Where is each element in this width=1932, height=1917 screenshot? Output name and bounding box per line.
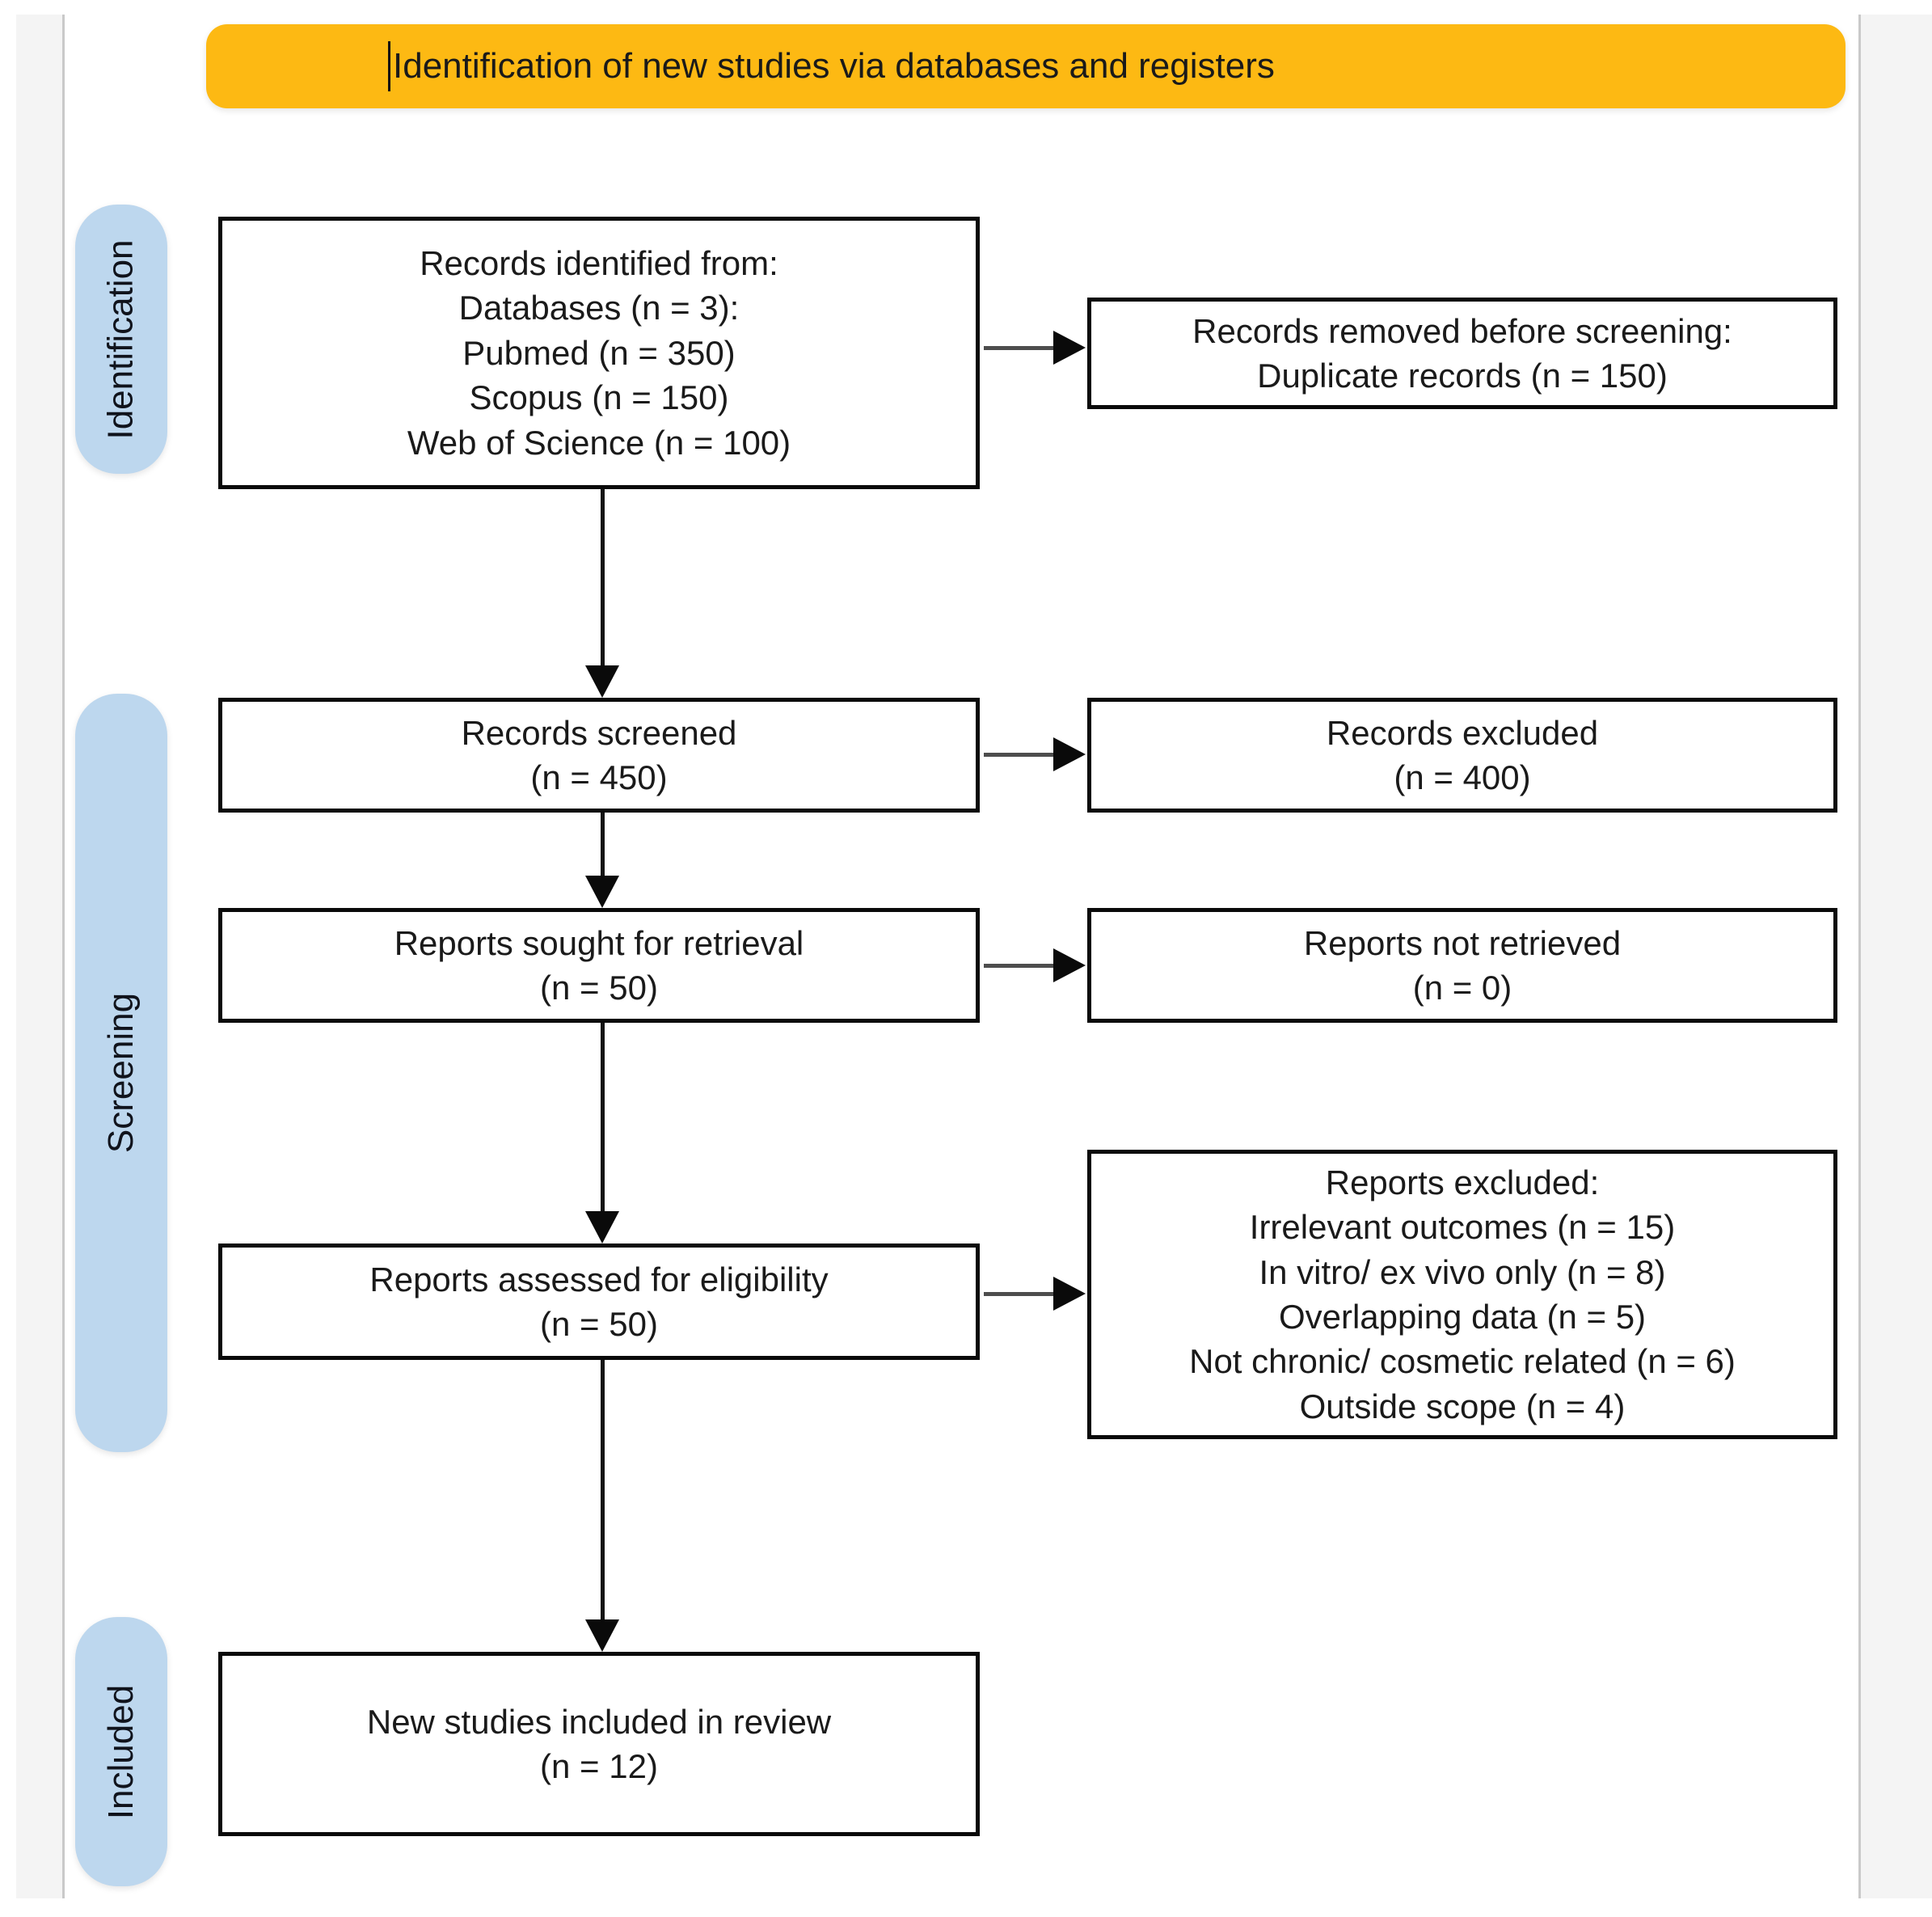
box-text: Records excluded(n = 400) bbox=[1326, 713, 1599, 796]
arrow-assessed-to-reportsexcluded-line bbox=[984, 1292, 1055, 1296]
box-text: New studies included in review(n = 12) bbox=[366, 1702, 832, 1785]
box-records-removed: Records removed before screening:Duplica… bbox=[1087, 298, 1837, 409]
arrow-identified-to-screened-head bbox=[585, 665, 619, 698]
box-text: Reports assessed for eligibility(n = 50) bbox=[369, 1260, 829, 1343]
stage-label-text: Screening bbox=[101, 992, 141, 1154]
diagram-title[interactable]: Identification of new studies via databa… bbox=[393, 46, 1275, 86]
text-cursor bbox=[388, 41, 390, 91]
box-text: Reports not retrieved(n = 0) bbox=[1303, 923, 1622, 1007]
left-margin-rail bbox=[16, 15, 65, 1898]
box-text: Reports excluded:Irrelevant outcomes (n … bbox=[1189, 1163, 1736, 1425]
arrow-assessed-to-included-line bbox=[601, 1360, 605, 1619]
arrow-identified-to-screened-line bbox=[601, 489, 605, 665]
diagram-title-banner: Identification of new studies via databa… bbox=[206, 24, 1846, 108]
box-reports-sought: Reports sought for retrieval(n = 50) bbox=[218, 908, 980, 1023]
arrow-screened-to-excluded-line bbox=[984, 753, 1055, 757]
stage-label-text: Included bbox=[101, 1684, 141, 1819]
arrow-sought-to-assessed-line bbox=[601, 1023, 605, 1211]
arrow-screened-to-sought-head bbox=[585, 876, 619, 908]
box-text: Reports sought for retrieval(n = 50) bbox=[394, 923, 804, 1007]
arrow-screened-to-sought-line bbox=[601, 813, 605, 876]
box-reports-excluded: Reports excluded:Irrelevant outcomes (n … bbox=[1087, 1150, 1837, 1439]
stage-label-screening: Screening bbox=[75, 694, 167, 1452]
arrow-sought-to-assessed-head bbox=[585, 1211, 619, 1244]
box-records-screened: Records screened(n = 450) bbox=[218, 698, 980, 813]
arrow-assessed-to-reportsexcluded-head bbox=[1053, 1277, 1086, 1311]
arrow-sought-to-notretrieved-head bbox=[1053, 948, 1086, 982]
box-reports-not-retrieved: Reports not retrieved(n = 0) bbox=[1087, 908, 1837, 1023]
right-margin-rail bbox=[1858, 15, 1932, 1898]
arrow-screened-to-excluded-head bbox=[1053, 737, 1086, 771]
box-reports-assessed: Reports assessed for eligibility(n = 50) bbox=[218, 1244, 980, 1360]
box-new-studies-included: New studies included in review(n = 12) bbox=[218, 1652, 980, 1836]
box-records-excluded: Records excluded(n = 400) bbox=[1087, 698, 1837, 813]
stage-label-included: Included bbox=[75, 1617, 167, 1886]
arrow-sought-to-notretrieved-line bbox=[984, 964, 1055, 968]
stage-label-text: Identification bbox=[101, 239, 141, 440]
box-text: Records screened(n = 450) bbox=[461, 713, 737, 796]
stage-label-identification: Identification bbox=[75, 205, 167, 474]
box-text: Records removed before screening:Duplica… bbox=[1192, 311, 1732, 395]
box-text: Records identified from:Databases (n = 3… bbox=[407, 243, 791, 462]
arrow-identified-to-removed-line bbox=[984, 346, 1055, 350]
arrow-assessed-to-included-head bbox=[585, 1619, 619, 1652]
arrow-identified-to-removed-head bbox=[1053, 331, 1086, 365]
box-records-identified: Records identified from:Databases (n = 3… bbox=[218, 217, 980, 489]
